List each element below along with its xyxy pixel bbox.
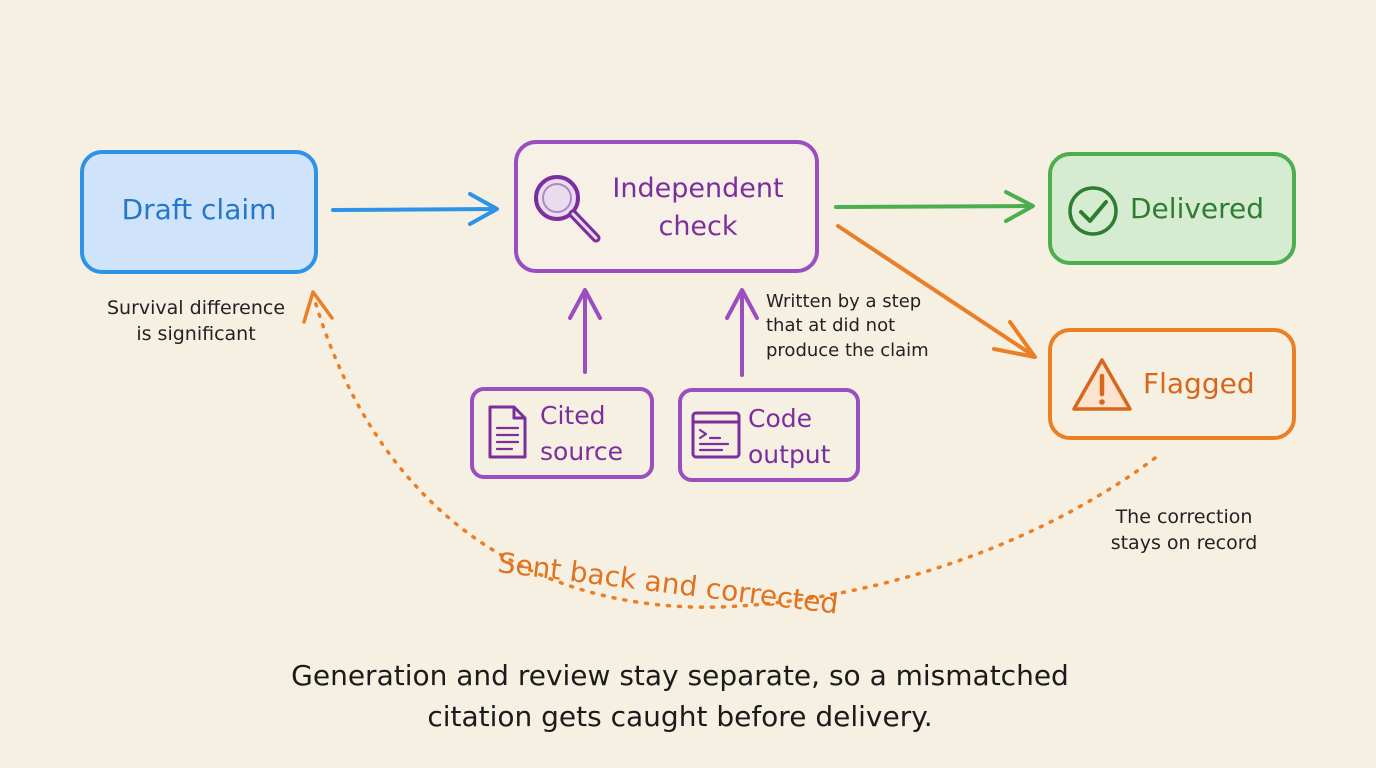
delivered-label: Delivered [1130,192,1265,225]
magnifier-icon [534,175,601,243]
independent-check-label: Independent check [612,173,784,242]
arrow-draft-to-check [331,192,499,226]
arrow-loop-back-to-draft [302,290,1157,609]
flagged-label: Flagged [1143,367,1255,400]
document-icon [488,405,527,459]
draft-claim-node [80,150,318,274]
warning-triangle-icon [1072,358,1132,411]
diagram-caption: Generation and review stay separate, so … [291,659,1069,733]
cited-source-label: Cited source [540,401,624,466]
correction-note: The correction stays on record [1110,506,1258,554]
written-by-note: Written by a step that at did not produc… [766,291,929,361]
draft-claim-label: Draft claim [121,193,277,226]
arrow-code-to-check [725,288,759,377]
arrow-cited-to-check [568,288,602,374]
delivered-node [1048,152,1296,265]
arrow-check-to-flagged [836,224,1037,359]
survival-note: Survival difference is significant [106,297,286,345]
code-output-label: Code output [748,404,831,469]
code-window-icon [691,411,741,459]
check-circle-icon [1068,186,1118,236]
arrow-check-to-delivered [834,190,1035,223]
